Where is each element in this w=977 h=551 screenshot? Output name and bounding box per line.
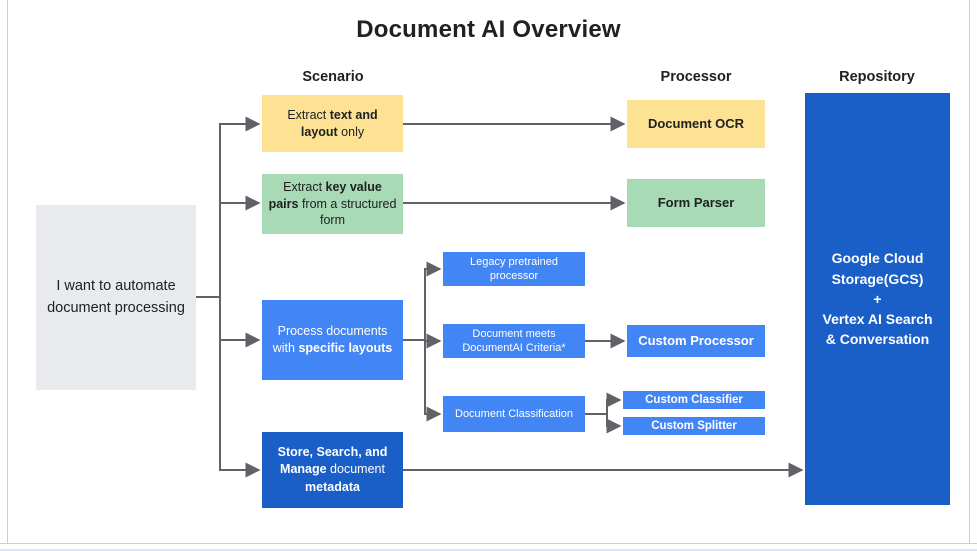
repository-line-1: Google Cloud Storage(GCS): [831, 250, 924, 287]
node-store-search-manage: Store, Search, and Manage document metad…: [262, 432, 403, 508]
node-document-ocr: Document OCR: [627, 100, 765, 148]
node-custom-processor: Custom Processor: [627, 325, 765, 357]
node-legacy-pretrained-label: Legacy pretrained processor: [469, 255, 559, 282]
column-header-scenario: Scenario: [302, 69, 364, 85]
frame-left-border: [7, 0, 8, 543]
node-process-specific-layouts-label: Process documents with specific layouts: [272, 323, 393, 356]
node-root-goal-label: I want to automate document processing: [47, 278, 185, 316]
node-custom-splitter-label: Custom Splitter: [651, 419, 737, 432]
node-documentai-criteria-label: Document meets DocumentAI Criteria*: [462, 327, 566, 354]
node-custom-processor-label: Custom Processor: [638, 332, 754, 348]
column-header-repository: Repository: [839, 69, 915, 85]
node-legacy-pretrained: Legacy pretrained processor: [443, 252, 585, 286]
node-custom-classifier: Custom Classifier: [623, 391, 765, 409]
column-header-processor: Processor: [660, 69, 732, 85]
node-repository: Google Cloud Storage(GCS) + Vertex AI Se…: [805, 93, 950, 505]
node-document-ocr-label: Document OCR: [647, 116, 745, 132]
page-title: Document AI Overview: [356, 16, 621, 43]
node-document-classification-label: Document Classification: [455, 407, 573, 420]
node-extract-text-layout-label: Extract text and layout only: [287, 107, 378, 139]
node-form-parser: Form Parser: [627, 179, 765, 227]
window-bottom-edge: [0, 549, 977, 551]
frame-right-border: [969, 0, 970, 543]
node-repository-label: Google Cloud Storage(GCS) + Vertex AI Se…: [805, 248, 950, 349]
node-custom-splitter: Custom Splitter: [623, 417, 765, 435]
node-process-specific-layouts: Process documents with specific layouts: [262, 300, 403, 380]
node-root-goal: I want to automate document processing: [36, 205, 196, 390]
node-form-parser-label: Form Parser: [657, 195, 735, 211]
node-extract-text-layout: Extract text and layout only: [262, 95, 403, 152]
node-store-search-manage-label: Store, Search, and Manage document metad…: [277, 444, 388, 494]
repository-plus: +: [873, 290, 882, 307]
node-custom-classifier-label: Custom Classifier: [645, 393, 743, 406]
node-extract-key-value-label: Extract key value pairs from a structure…: [268, 179, 397, 228]
node-documentai-criteria: Document meets DocumentAI Criteria*: [443, 324, 585, 358]
repository-line-2: Vertex AI Search & Conversation: [822, 311, 933, 348]
frame-bottom-border: [0, 543, 977, 544]
node-extract-key-value: Extract key value pairs from a structure…: [262, 174, 403, 234]
node-document-classification: Document Classification: [443, 396, 585, 432]
